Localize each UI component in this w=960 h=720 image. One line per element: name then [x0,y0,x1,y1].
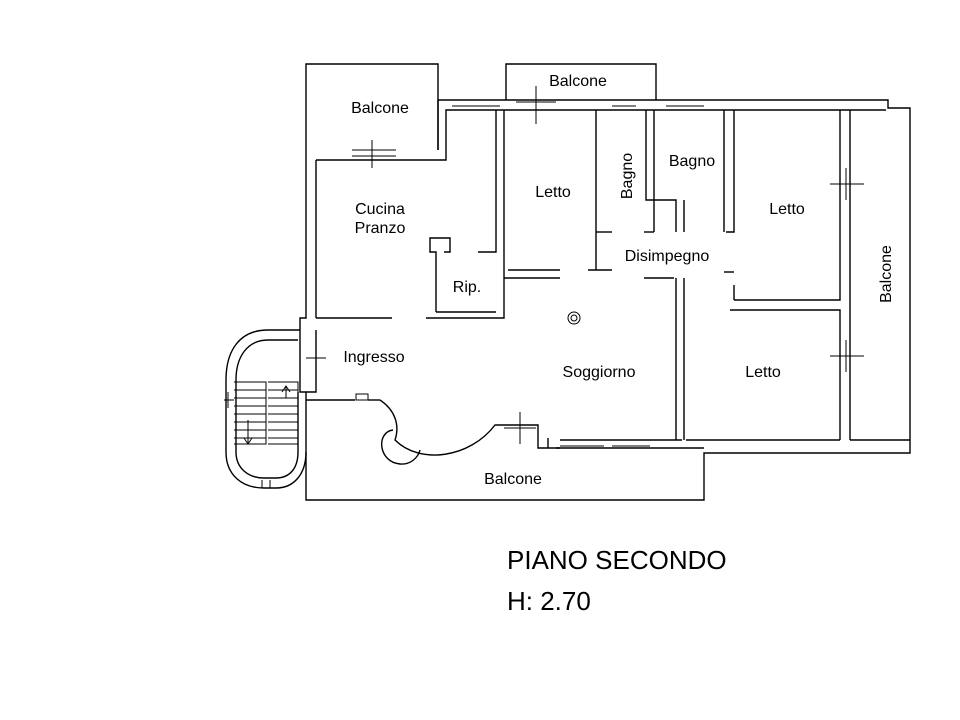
room-label-balcone-top-left: Balcone [351,100,409,117]
room-label-letto-2: Letto [769,201,805,218]
walls [224,63,911,501]
room-label-soggiorno: Soggiorno [563,364,636,381]
room-label-balcone-top-center: Balcone [549,73,607,90]
room-label-bagno-1: Bagno [619,153,636,199]
room-label-disimpegno: Disimpegno [625,248,710,265]
room-label-ripostiglio: Rip. [453,279,481,296]
room-label-pranzo: Pranzo [355,220,406,237]
room-label-letto-3: Letto [745,364,781,381]
room-label-bagno-2: Bagno [669,153,715,170]
room-label-ingresso: Ingresso [343,349,404,366]
room-label-cucina: Cucina [355,201,405,218]
ceiling-height: H: 2.70 [507,586,591,616]
room-label-letto-1: Letto [535,184,571,201]
room-label-balcone-bottom: Balcone [484,471,542,488]
floor-title: PIANO SECONDO [507,545,727,575]
room-labels: Balcone Balcone Cucina Pranzo Rip. Ingre… [343,73,895,488]
room-label-balcone-right: Balcone [878,245,895,303]
